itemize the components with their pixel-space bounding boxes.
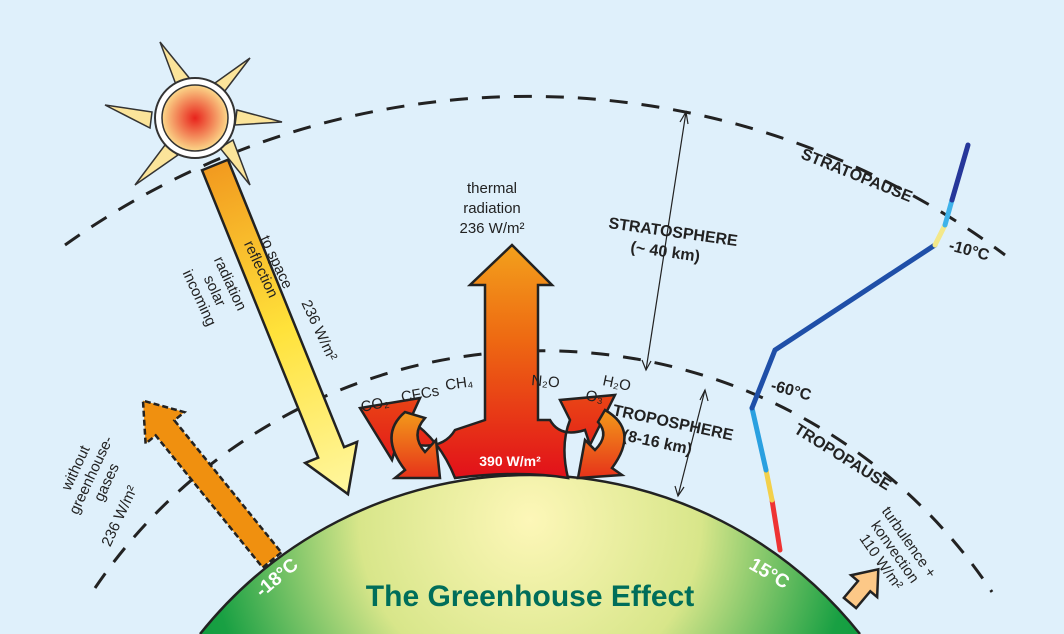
without-greenhouse-arrow [141,399,284,570]
svg-text:CO₂: CO₂ [359,393,390,416]
greenhouse-gases: CO₂ CFCs CH₄ N₂O O₃ H₂O [359,372,632,416]
tropopause-label: TROPOPAUSE [791,421,894,494]
svg-text:236 W/m²: 236 W/m² [459,220,524,237]
svg-text:H₂O: H₂O [601,372,632,395]
surface-radiation-arrows [357,243,618,480]
troposphere-extent-arrow [674,388,709,498]
surface-emission-label: 390 W/m² [479,453,541,469]
thermal-radiation-label: thermal radiation 236 W/m² [459,180,524,237]
greenhouse-backradiation-arrow [390,410,442,480]
svg-text:thermal: thermal [467,180,517,197]
temperature-profile [749,142,971,553]
svg-text:O₃: O₃ [584,387,604,407]
temp-stratopause: -10°C [947,237,992,264]
incoming-solar-arrow [200,158,359,497]
diagram-title: The Greenhouse Effect [366,580,694,613]
stratopause-label: STRATOPAUSE [799,146,915,206]
svg-text:CH₄: CH₄ [444,373,474,394]
convection-arrow [842,567,880,610]
svg-text:-: - [237,271,255,283]
stratosphere-extent-arrow [641,110,689,372]
temp-tropopause: -60°C [769,377,814,404]
greenhouse-backradiation-arrow [576,408,626,480]
earth [200,475,860,634]
svg-text:CFCs: CFCs [400,383,441,406]
sun-icon [104,41,283,186]
svg-text:N₂O: N₂O [531,372,561,391]
svg-text:radiation: radiation [463,200,521,217]
